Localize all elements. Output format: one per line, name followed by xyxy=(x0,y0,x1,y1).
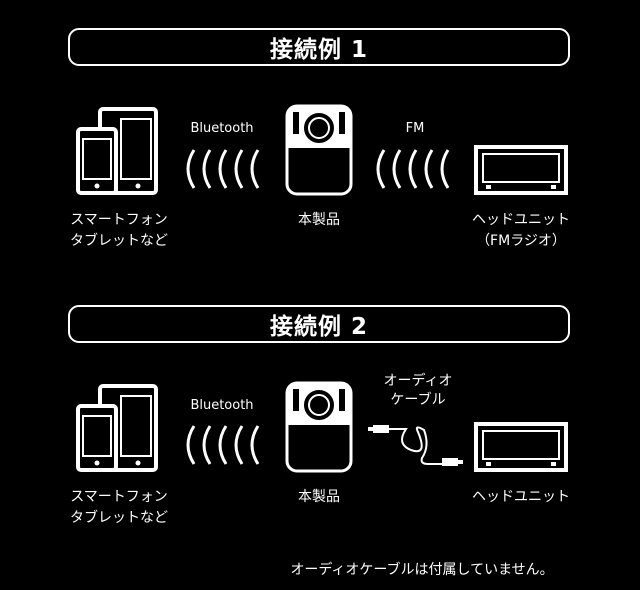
source-label-line1: スマートフォン xyxy=(70,489,168,505)
cable-label: オーディオ ケーブル xyxy=(366,372,470,410)
bluetooth-label: Bluetooth xyxy=(190,398,254,413)
source-label: スマートフォン タブレットなど xyxy=(60,210,178,252)
example1-title: 接続例 1 xyxy=(68,28,570,66)
example2-title: 接続例 2 xyxy=(68,305,570,343)
product-label: 本製品 xyxy=(298,212,340,228)
wireless-waves-icon xyxy=(186,425,260,465)
cable-label-line2: ケーブル xyxy=(390,392,446,408)
smartphone-tablet-icon xyxy=(76,384,158,472)
product-label: 本製品 xyxy=(298,489,340,505)
wireless-waves-icon xyxy=(186,149,260,189)
dest-label: ヘッドユニット xyxy=(472,489,570,505)
car-headunit-icon xyxy=(474,145,568,195)
bluetooth-label: Bluetooth xyxy=(190,121,254,136)
source-label-line2: タブレットなど xyxy=(70,510,168,526)
source-label-line1: スマートフォン xyxy=(70,212,168,228)
dest-label: ヘッドユニット （FMラジオ） xyxy=(466,210,576,252)
cable-label-line1: オーディオ xyxy=(383,373,453,389)
wireless-waves-icon xyxy=(376,149,450,189)
fm-transmitter-icon xyxy=(285,104,353,196)
dest-label-line2: （FMラジオ） xyxy=(476,233,566,249)
audio-cable-icon xyxy=(368,425,463,466)
smartphone-tablet-icon xyxy=(76,107,158,195)
dest-label-line1: ヘッドユニット xyxy=(472,212,570,228)
fm-transmitter-icon xyxy=(285,381,353,473)
fm-label: FM xyxy=(405,121,425,136)
source-label: スマートフォン タブレットなど xyxy=(60,487,178,529)
source-label-line2: タブレットなど xyxy=(70,233,168,249)
footnote: オーディオケーブルは付属していません。 xyxy=(290,562,554,578)
car-headunit-icon xyxy=(474,422,568,472)
